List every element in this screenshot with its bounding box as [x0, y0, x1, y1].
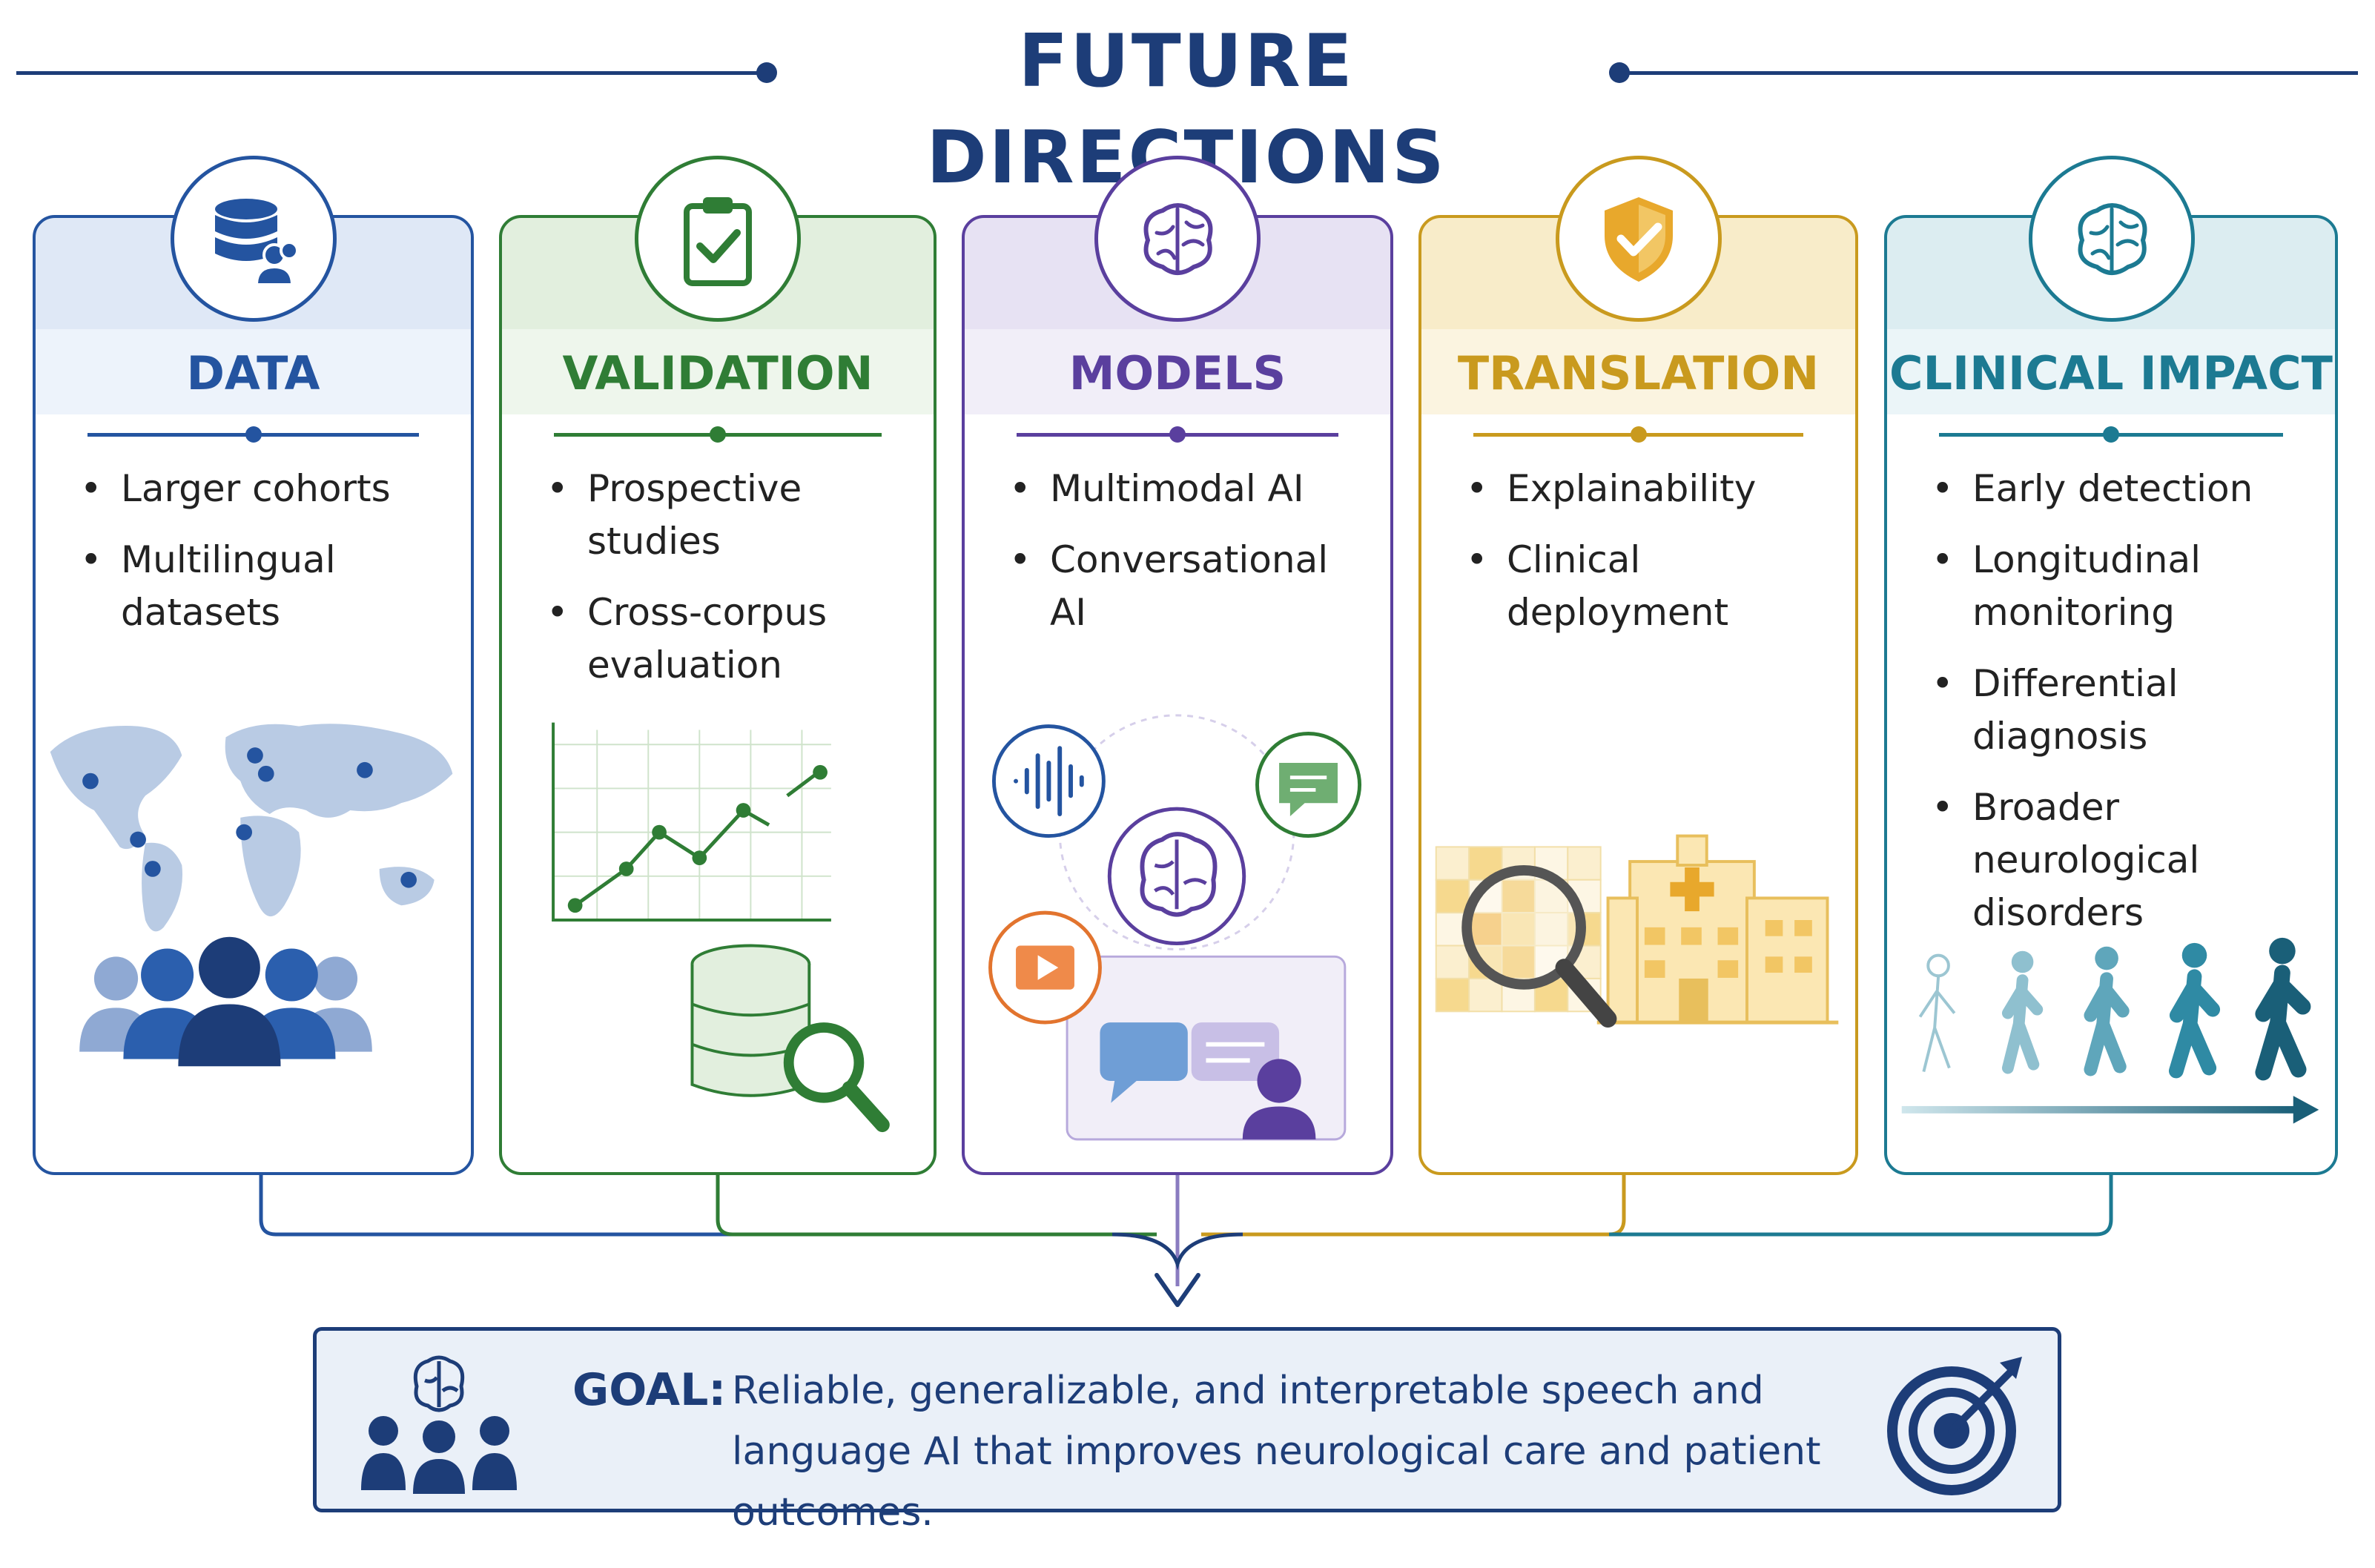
people-group-icon: [79, 936, 372, 1067]
column-rule-dot: [2103, 426, 2119, 443]
column-title-band: [36, 329, 471, 414]
column-models: MODELS Multimodal AI Conversational AI: [962, 215, 1393, 1175]
title-row: FUTURE DIRECTIONS: [0, 13, 2375, 200]
line-chart-database-illustration: [502, 683, 934, 1157]
down-arrow-icon: [1155, 1273, 1200, 1307]
bullet-item: Conversational AI: [1009, 534, 1368, 639]
data-point-icon: [567, 764, 828, 913]
walking-figure-icon: [1918, 937, 2311, 1081]
brain-icon: [2029, 156, 2195, 322]
chart-axes-icon: [552, 722, 831, 922]
target-arrow-icon: [1881, 1349, 2029, 1498]
column-rule-dot: [710, 426, 726, 443]
goal-text: Reliable, generalizable, and interpretab…: [732, 1369, 1821, 1535]
database-icon: [690, 944, 811, 1097]
bullet-item: Longitudinal monitoring: [1932, 534, 2313, 639]
bullet-item: Early detection: [1932, 463, 2313, 515]
column-title: DATA: [186, 346, 320, 400]
column-title-band: [502, 329, 934, 414]
map-pin-icon: [82, 747, 417, 888]
bullet-list: Larger cohorts Multilingual datasets: [80, 463, 449, 658]
brain-people-icon: [354, 1349, 524, 1498]
bullet-item: Larger cohorts: [80, 463, 449, 515]
trend-line-icon: [574, 807, 770, 907]
column-title: VALIDATION: [562, 346, 873, 400]
chart-grid-icon: [553, 730, 831, 920]
shield-check-icon: [1556, 156, 1722, 322]
audio-wave-icon: [991, 724, 1106, 838]
walking-progression-illustration: [1887, 935, 2335, 1157]
magnifier-icon: [783, 1022, 890, 1133]
progression-arrow-icon: [1901, 1096, 2319, 1124]
title-rule-right: [1624, 71, 2358, 75]
trend-arrow-icon: [786, 772, 818, 798]
magnifier-icon: [1461, 865, 1617, 1028]
bullet-list: Prospective studies Cross-corpus evaluat…: [546, 463, 911, 710]
world-map-people-illustration: [36, 683, 471, 1157]
clipboard-check-icon: [635, 156, 801, 322]
bullet-item: Multilingual datasets: [80, 534, 449, 639]
bullet-list: Multimodal AI Conversational AI: [1009, 463, 1368, 658]
bullet-item: Prospective studies: [546, 463, 911, 568]
column-rule-dot: [1169, 426, 1186, 443]
hospital-icon: [1596, 834, 1839, 1025]
database-users-icon: [171, 156, 337, 322]
heatmap-hospital-illustration: [1421, 683, 1855, 1157]
brain-icon: [1094, 156, 1261, 322]
column-rule-dot: [1630, 426, 1647, 443]
bullet-list: Explainability Clinical deployment: [1466, 463, 1833, 658]
column-clinical-impact: CLINICAL IMPACT Early detection Longitud…: [1884, 215, 2338, 1175]
conversation-icon: [1100, 1022, 1316, 1139]
column-title-band: [1421, 329, 1855, 414]
title-rule-left: [16, 71, 762, 75]
column-title-band: [965, 329, 1390, 414]
column-data: DATA Larger cohorts Multilingual dataset…: [33, 215, 474, 1175]
bullet-item: Cross-corpus evaluation: [546, 586, 911, 692]
bullet-item: Clinical deployment: [1466, 534, 1833, 639]
connector-lines: [0, 1175, 2375, 1323]
bullet-list: Early detection Longitudinal monitoring …: [1932, 463, 2313, 958]
title-rule-left-dot: [756, 62, 777, 83]
chat-bubble-icon: [1255, 732, 1362, 838]
column-title-band: [1887, 329, 2335, 414]
page-title: FUTURE DIRECTIONS: [926, 19, 1444, 200]
bullet-item: Broader neurological disorders: [1932, 781, 2313, 939]
column-title: CLINICAL IMPACT: [1889, 346, 2333, 400]
video-icon: [988, 910, 1102, 1025]
bullet-item: Differential diagnosis: [1932, 658, 2313, 763]
brain-icon: [1107, 807, 1246, 946]
goal-box: GOAL: Reliable, generalizable, and inter…: [313, 1327, 2061, 1535]
column-title: TRANSLATION: [1457, 346, 1820, 400]
column-rule-dot: [245, 426, 262, 443]
column-translation: TRANSLATION Explainability Clinical depl…: [1418, 215, 1858, 1175]
bullet-item: Explainability: [1466, 463, 1833, 515]
multimodal-illustration: [965, 683, 1390, 1157]
bullet-item: Multimodal AI: [1009, 463, 1368, 515]
column-title: MODELS: [1068, 346, 1286, 400]
goal-label: GOAL:: [572, 1364, 727, 1416]
column-validation: VALIDATION Prospective studies Cross-cor…: [499, 215, 937, 1175]
